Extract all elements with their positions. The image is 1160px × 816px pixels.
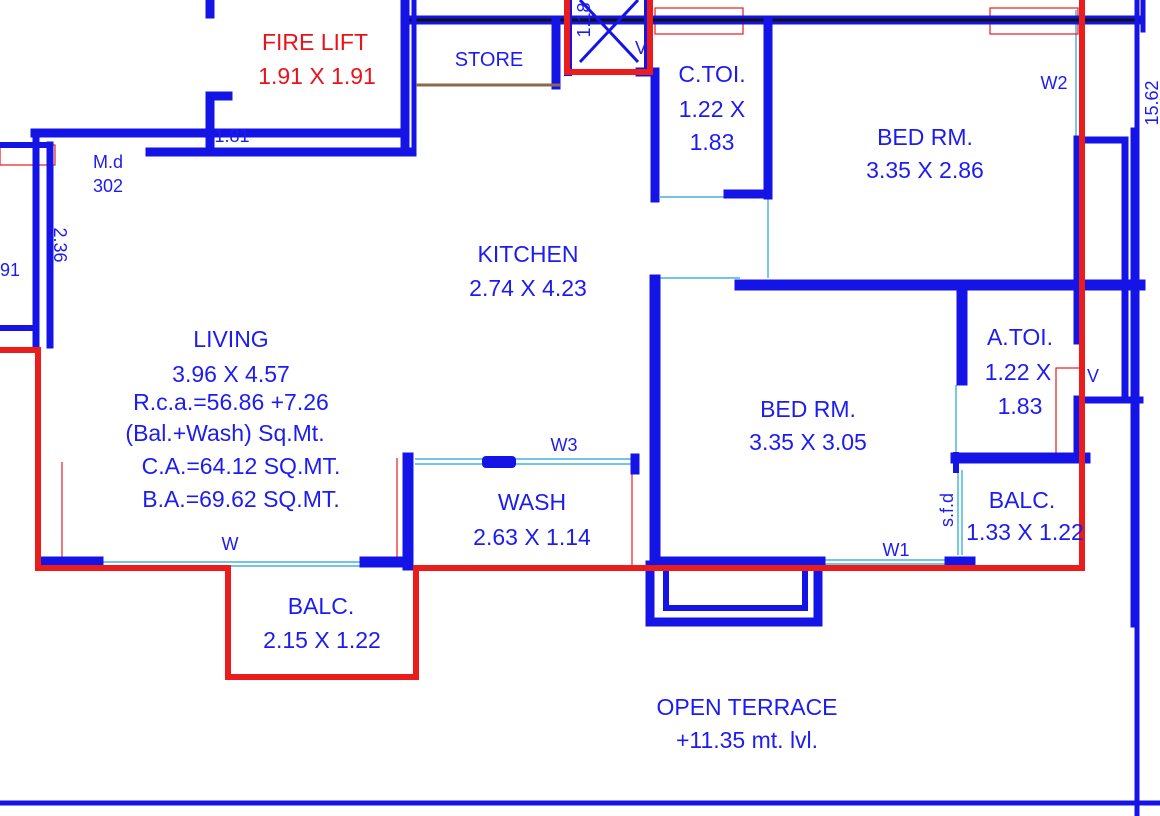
room-kitchen: KITCHEN 2.74 X 4.23 <box>469 241 587 301</box>
kitchen-size: 2.74 X 4.23 <box>469 275 587 301</box>
v-atoi-mark: V <box>1087 366 1099 386</box>
balc-bottom-size: 2.15 X 1.22 <box>263 627 381 653</box>
dim-91: 91 <box>0 260 20 280</box>
c-toi-size-b: 1.83 <box>690 129 735 155</box>
room-wash: WASH 2.63 X 1.14 <box>473 489 591 550</box>
kitchen-name: KITCHEN <box>478 241 579 267</box>
balc-bottom-name: BALC. <box>288 593 354 619</box>
shaft-cross-icon <box>578 0 640 64</box>
room-c-toi: C.TOI. 1.22 X 1.83 <box>678 61 745 155</box>
living-size: 3.96 X 4.57 <box>172 361 290 387</box>
open-terrace-name: OPEN TERRACE <box>656 694 837 720</box>
bed-rm-2-size: 3.35 X 3.05 <box>749 429 867 455</box>
c-toi-name: C.TOI. <box>678 61 745 87</box>
c-toi-size-a: 1.22 X <box>679 96 746 122</box>
bed-rm-2-name: BED RM. <box>760 396 856 422</box>
balc-right-size: 1.33 X 1.22 <box>966 519 1084 545</box>
md-label: M.d <box>93 152 123 172</box>
bed-rm-1-size: 3.35 X 2.86 <box>866 157 984 183</box>
dim-2-36: 2.36 <box>50 227 70 262</box>
room-store: STORE <box>455 49 524 71</box>
sfd-label: s.f.d <box>937 493 957 527</box>
living-carpet-area: C.A.=64.12 SQ.MT. <box>142 453 341 479</box>
living-built-area: B.A.=69.62 SQ.MT. <box>142 486 340 512</box>
wash-name: WASH <box>498 489 566 515</box>
window-w3-label: W3 <box>551 435 578 455</box>
store-name: STORE <box>455 49 524 71</box>
wash-size: 2.63 X 1.14 <box>473 524 591 550</box>
living-name: LIVING <box>193 326 268 352</box>
fire-lift-name: FIRE LIFT <box>262 29 368 55</box>
dim-1-18: 1.18 <box>574 2 594 37</box>
open-terrace-level: +11.35 mt. lvl. <box>676 727 818 753</box>
md-number: 302 <box>93 176 123 196</box>
room-balc-bottom: BALC. 2.15 X 1.22 <box>263 593 381 653</box>
living-rca: R.c.a.=56.86 +7.26 <box>133 389 329 415</box>
dim-15-62: 15.62 <box>1142 80 1160 125</box>
room-bed-rm-2: BED RM. 3.35 X 3.05 <box>749 396 867 455</box>
a-toi-size-a: 1.22 X <box>985 359 1052 385</box>
room-a-toi: A.TOI. 1.22 X 1.83 <box>985 324 1053 419</box>
balc-right-name: BALC. <box>989 487 1055 513</box>
room-bed-rm-1: BED RM. 3.35 X 2.86 <box>866 124 984 183</box>
a-toi-name: A.TOI. <box>987 324 1053 350</box>
open-terrace: OPEN TERRACE +11.35 mt. lvl. <box>656 694 837 753</box>
a-toi-size-b: 1.83 <box>998 393 1043 419</box>
dim-1-81: 1.81 <box>214 126 249 146</box>
v-lift-mark: V <box>635 38 647 58</box>
fire-lift-size: 1.91 X 1.91 <box>258 63 376 89</box>
room-balc-right: BALC. 1.33 X 1.22 <box>966 487 1084 545</box>
window-w-label: W <box>222 534 239 554</box>
living-rca-note: (Bal.+Wash) Sq.Mt. <box>125 420 324 446</box>
bed-rm-1-name: BED RM. <box>877 124 973 150</box>
window-w1-label: W1 <box>883 540 910 560</box>
window-w2-label: W2 <box>1041 73 1068 93</box>
plan-marks: M.d 302 W W1 W2 W3 1.81 91 V V s.f.d 1.1… <box>0 2 1160 560</box>
room-living: LIVING 3.96 X 4.57 R.c.a.=56.86 +7.26 (B… <box>125 326 340 512</box>
room-fire-lift: FIRE LIFT 1.91 X 1.91 <box>258 29 376 89</box>
apartment-outline <box>0 0 1085 680</box>
